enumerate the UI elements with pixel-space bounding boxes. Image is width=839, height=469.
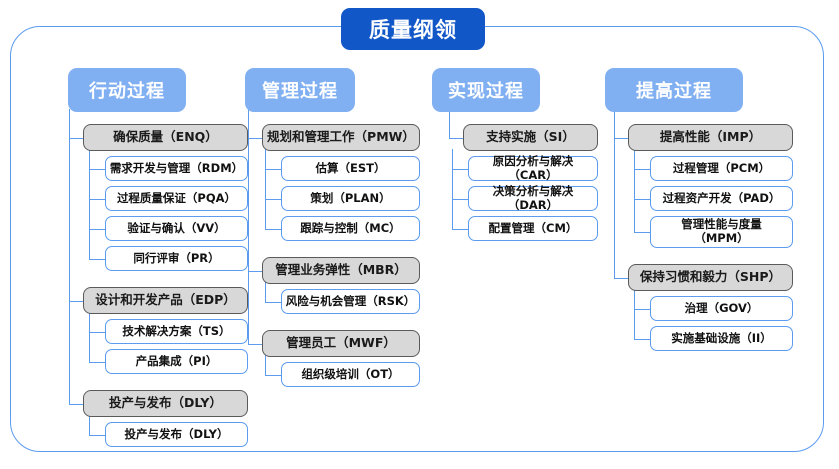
- connector-group-spine-2-3: [265, 355, 267, 375]
- connector-column-spine-2: [248, 112, 250, 344]
- connector-group-1-3: [69, 403, 83, 405]
- column-header-2[interactable]: 管理过程: [245, 68, 355, 112]
- connector-group-spine-1-2: [89, 312, 91, 362]
- connector-column-drop-3: [449, 109, 451, 115]
- connector-leaf-1-1-1: [89, 168, 105, 170]
- connector-group-spine-2-2: [265, 282, 267, 302]
- connector-group-spine-1-1: [89, 149, 91, 259]
- column-header-3[interactable]: 实现过程: [432, 68, 540, 112]
- connector-leaf-1-1-3: [89, 228, 105, 230]
- leaf-box-3-1-3[interactable]: 配置管理（CM）: [468, 216, 598, 241]
- connector-column-drop-4: [614, 109, 616, 115]
- group-header-4-2[interactable]: 保持习惯和毅力（SHP）: [628, 264, 793, 291]
- leaf-box-4-2-2[interactable]: 实施基础设施（II）: [650, 326, 793, 351]
- connector-column-spine-1: [69, 112, 71, 404]
- column-header-4[interactable]: 提高过程: [605, 68, 743, 112]
- connector-leaf-1-1-2: [89, 198, 105, 200]
- group-header-4-1[interactable]: 提高性能（IMP）: [628, 124, 793, 151]
- leaf-box-2-1-3[interactable]: 跟踪与控制（MC）: [281, 216, 420, 241]
- leaf-box-1-1-3[interactable]: 验证与确认（VV）: [105, 216, 248, 241]
- connector-column-drop-2: [248, 109, 250, 115]
- connector-group-spine-1-3: [89, 415, 91, 435]
- group-header-2-2[interactable]: 管理业务弹性（MBR）: [262, 257, 420, 284]
- connector-group-3-1: [449, 137, 463, 139]
- connector-leaf-4-1-1: [634, 168, 650, 170]
- group-header-1-1[interactable]: 确保质量（ENQ）: [83, 124, 248, 151]
- leaf-box-2-1-2[interactable]: 策划（PLAN）: [281, 186, 420, 211]
- connector-group-spine-3-1: [452, 149, 454, 229]
- leaf-box-1-1-1[interactable]: 需求开发与管理（RDM）: [105, 156, 248, 181]
- connector-leaf-1-1-4: [89, 258, 105, 260]
- leaf-box-1-1-2[interactable]: 过程质量保证（PQA）: [105, 186, 248, 211]
- connector-leaf-1-3-1: [89, 434, 105, 436]
- leaf-box-1-2-1[interactable]: 技术解决方案（TS）: [105, 319, 248, 344]
- connector-leaf-4-1-3: [634, 232, 650, 234]
- group-header-1-3[interactable]: 投产与发布（DLY）: [83, 390, 248, 417]
- connector-leaf-2-2-1: [265, 301, 281, 303]
- connector-leaf-3-1-1: [452, 168, 468, 170]
- connector-leaf-2-1-3: [265, 228, 281, 230]
- group-header-3-1[interactable]: 支持实施（SI）: [463, 124, 598, 151]
- leaf-box-4-1-3[interactable]: 管理性能与度量 （MPM）: [650, 216, 793, 248]
- leaf-box-2-2-1[interactable]: 风险与机会管理（RSK）: [281, 289, 420, 314]
- connector-leaf-4-1-2: [634, 198, 650, 200]
- leaf-box-4-1-1[interactable]: 过程管理（PCM）: [650, 156, 793, 181]
- connector-leaf-3-1-2: [452, 198, 468, 200]
- connector-leaf-4-2-2: [634, 338, 650, 340]
- connector-group-2-3: [248, 343, 262, 345]
- connector-group-spine-4-2: [634, 289, 636, 339]
- connector-leaf-3-1-3: [452, 228, 468, 230]
- connector-group-spine-2-1: [265, 149, 267, 229]
- connector-leaf-1-2-2: [89, 361, 105, 363]
- connector-column-spine-3: [449, 112, 451, 138]
- connector-group-4-1: [614, 137, 628, 139]
- leaf-box-3-1-1[interactable]: 原因分析与解决（CAR）: [468, 154, 598, 181]
- connector-column-drop-1: [69, 109, 71, 115]
- leaf-box-2-1-1[interactable]: 估算（EST）: [281, 156, 420, 181]
- group-header-2-1[interactable]: 规划和管理工作（PMW）: [262, 124, 420, 151]
- connector-leaf-2-1-1: [265, 168, 281, 170]
- leaf-box-1-2-2[interactable]: 产品集成（PI）: [105, 349, 248, 374]
- leaf-box-4-1-2[interactable]: 过程资产开发（PAD）: [650, 186, 793, 211]
- leaf-box-4-2-1[interactable]: 治理（GOV）: [650, 296, 793, 321]
- leaf-box-1-1-4[interactable]: 同行评审（PR）: [105, 246, 248, 271]
- group-header-1-2[interactable]: 设计和开发产品（EDP）: [83, 287, 248, 314]
- connector-group-4-2: [614, 277, 628, 279]
- group-header-2-3[interactable]: 管理员工（MWF）: [262, 330, 420, 357]
- connector-column-spine-4: [614, 112, 616, 278]
- connector-group-1-2: [69, 300, 83, 302]
- connector-group-2-2: [248, 270, 262, 272]
- connector-group-1-1: [69, 137, 83, 139]
- connector-leaf-4-2-1: [634, 308, 650, 310]
- connector-group-2-1: [248, 137, 262, 139]
- connector-leaf-2-3-1: [265, 374, 281, 376]
- connector-leaf-1-2-1: [89, 331, 105, 333]
- leaf-box-3-1-2[interactable]: 决策分析与解决（DAR）: [468, 184, 598, 211]
- leaf-box-2-3-1[interactable]: 组织级培训（OT）: [281, 362, 420, 387]
- root-title: 质量纲领: [341, 8, 485, 50]
- connector-leaf-2-1-2: [265, 198, 281, 200]
- connector-group-spine-4-1: [634, 149, 636, 232]
- column-header-1[interactable]: 行动过程: [68, 68, 186, 112]
- leaf-box-1-3-1[interactable]: 投产与发布（DLY）: [105, 422, 248, 447]
